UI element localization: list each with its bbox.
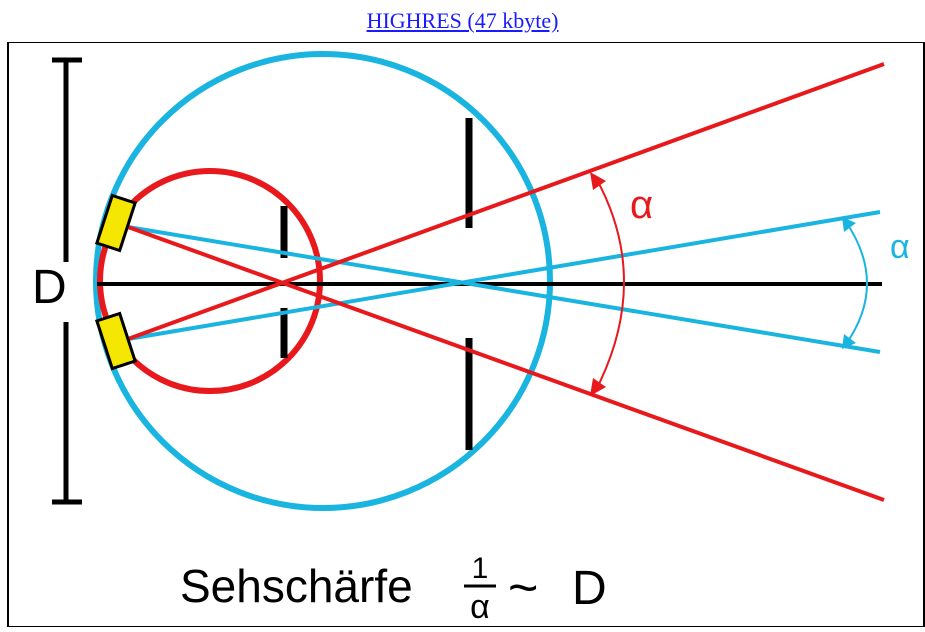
- diagram-svg: D α α Sehschärfe 1 α ~ D: [7, 41, 925, 628]
- red-ray-upper: [127, 225, 885, 502]
- red-ray-lower: [127, 62, 885, 341]
- highres-link[interactable]: HIGHRES (47 kbyte): [366, 8, 559, 33]
- small-eye-circle: [97, 168, 323, 394]
- diameter-label: D: [32, 261, 67, 314]
- blue-ray-upper: [127, 225, 881, 354]
- red-arrow-top: [590, 172, 606, 190]
- blue-arrow-top: [842, 217, 856, 232]
- red-angle-arc: [595, 177, 625, 391]
- formula-rhs: D: [572, 562, 607, 615]
- blue-ray-lower: [127, 210, 881, 341]
- eye-diagram: D α α Sehschärfe 1 α ~ D: [0, 41, 925, 628]
- formula-numerator: 1: [472, 552, 489, 585]
- red-arrow-bottom: [590, 378, 606, 396]
- alpha-red-label: α: [630, 183, 653, 227]
- eyeball-circle: [93, 51, 553, 511]
- header: HIGHRES (47 kbyte): [0, 0, 925, 40]
- formula-prefix: Sehschärfe: [180, 560, 413, 612]
- formula-tilde: ~: [508, 559, 538, 617]
- blue-angle-arc: [845, 221, 868, 345]
- receptor-lower: [94, 311, 138, 371]
- blue-arrow-bottom: [842, 334, 856, 349]
- alpha-blue-label: α: [890, 228, 910, 266]
- receptor-upper: [94, 193, 138, 253]
- formula-denominator: α: [470, 588, 490, 626]
